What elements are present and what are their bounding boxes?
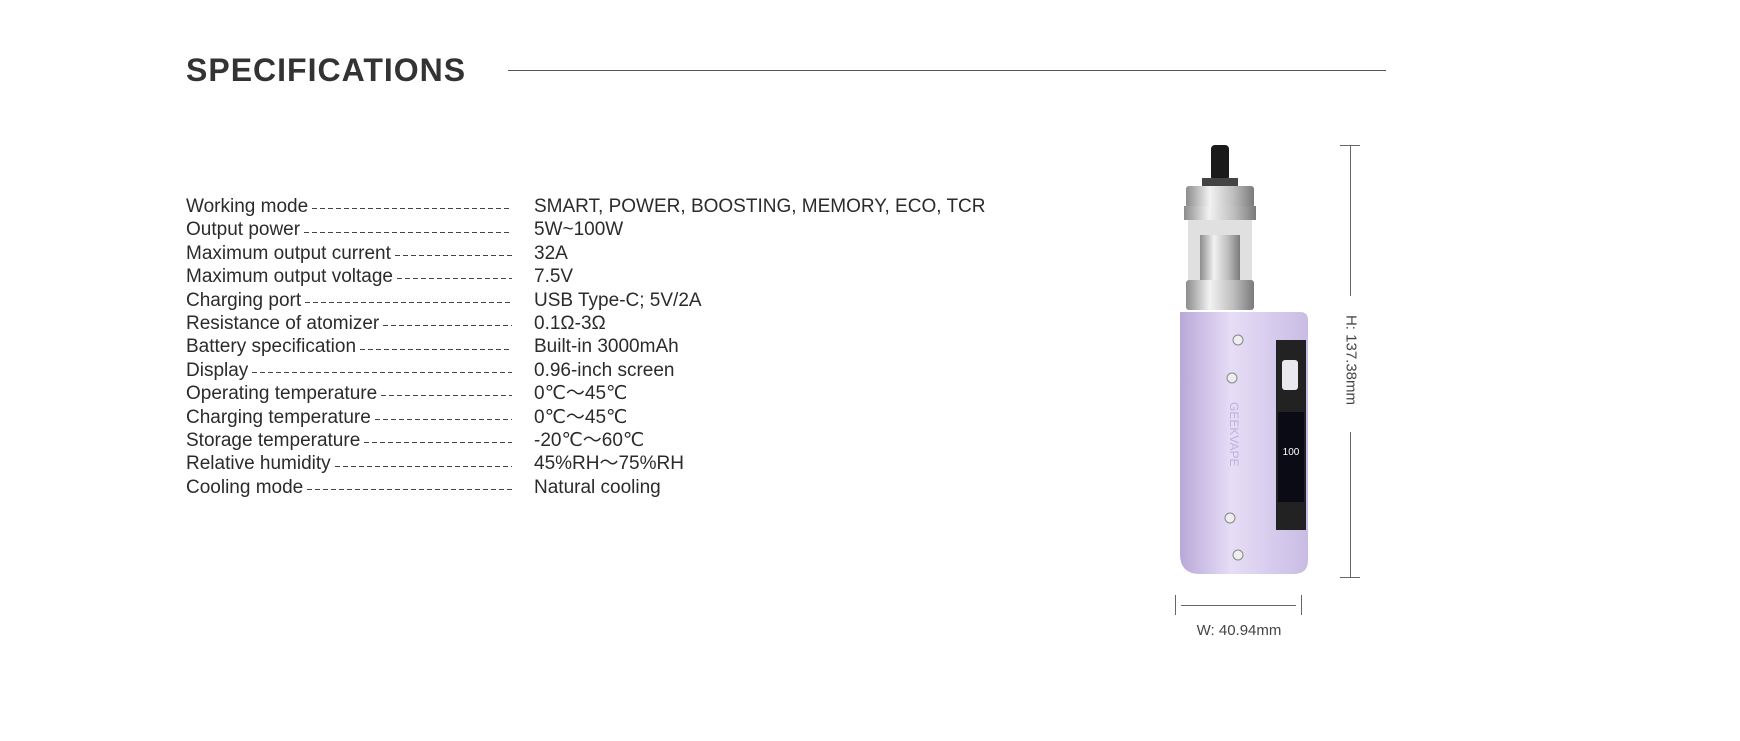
spec-label: Resistance of atomizer [186, 312, 380, 334]
spec-label: Storage temperature [186, 429, 361, 451]
dotted-leader [397, 278, 512, 280]
spec-label-group: Cooling mode [186, 476, 518, 499]
spec-row: Working mode SMART, POWER, BOOSTING, MEMO… [186, 195, 986, 218]
spec-label: Charging temperature [186, 406, 371, 428]
dotted-leader [360, 348, 512, 350]
spec-label: Relative humidity [186, 453, 331, 475]
spec-label-group: Charging port [186, 289, 518, 312]
spec-label: Maximum output voltage [186, 266, 393, 288]
spec-label: Cooling mode [186, 476, 304, 498]
spec-label: Operating temperature [186, 383, 378, 405]
spec-value: 5W~100W [534, 219, 624, 241]
spec-label-group: Storage temperature [186, 429, 518, 452]
width-dimension-left-tick [1175, 595, 1176, 615]
height-dimension-top-tick [1340, 145, 1360, 146]
dotted-leader [304, 231, 512, 233]
brand-logo: GEEKVAPE [1227, 402, 1241, 466]
height-dimension-line-bottom [1350, 432, 1351, 577]
spec-row: Maximum output voltage 7.5V [186, 265, 986, 288]
dotted-leader [312, 208, 512, 210]
height-dimension-label: H: 137.38mm [1342, 314, 1360, 406]
dotted-leader [252, 371, 512, 373]
spec-row: Charging temperature 0℃〜45℃ [186, 406, 986, 429]
dotted-leader [307, 488, 512, 490]
spec-list: Working mode SMART, POWER, BOOSTING, MEMO… [186, 195, 986, 499]
spec-label-group: Output power [186, 218, 518, 241]
spec-row: Maximum output current 32A [186, 242, 986, 265]
spec-label-group: Charging temperature [186, 406, 518, 429]
spec-label-group: Display [186, 359, 518, 382]
dotted-leader [383, 325, 512, 327]
spec-row: Storage temperature -20℃〜60℃ [186, 429, 986, 452]
spec-value: 0℃〜45℃ [534, 406, 628, 428]
spec-label-group: Battery specification [186, 335, 518, 358]
spec-value: Built-in 3000mAh [534, 336, 679, 358]
spec-row: Resistance of atomizer 0.1Ω-3Ω [186, 312, 986, 335]
spec-value: 0.96-inch screen [534, 359, 675, 381]
screen-reading: 100 [1283, 447, 1300, 458]
spec-value: 45%RH〜75%RH [534, 453, 684, 475]
height-dimension-bottom-tick [1340, 577, 1360, 578]
spec-row: Cooling mode Natural cooling [186, 476, 986, 499]
spec-row: Battery specification Built-in 3000mAh [186, 335, 986, 358]
width-dimension-right-tick [1301, 595, 1302, 615]
spec-value: -20℃〜60℃ [534, 429, 645, 451]
dotted-leader [374, 418, 512, 420]
spec-value: 32A [534, 242, 568, 264]
spec-row: Output power 5W~100W [186, 218, 986, 241]
spec-label-group: Resistance of atomizer [186, 312, 518, 335]
spec-label: Working mode [186, 196, 309, 217]
width-dimension-label: W: 40.94mm [1196, 622, 1282, 639]
spec-value: 0.1Ω-3Ω [534, 312, 606, 334]
page-title: SPECIFICATIONS [186, 52, 467, 88]
spec-label: Battery specification [186, 336, 357, 358]
spec-value: USB Type-C; 5V/2A [534, 289, 702, 311]
spec-label: Maximum output current [186, 242, 391, 264]
spec-row: Relative humidity 45%RH〜75%RH [186, 452, 986, 475]
dotted-leader [334, 465, 512, 467]
spec-label: Output power [186, 219, 301, 241]
spec-value: Natural cooling [534, 476, 661, 498]
spec-label-group: Relative humidity [186, 452, 518, 475]
spec-label-group: Maximum output current [186, 242, 518, 265]
dotted-leader [305, 301, 512, 303]
spec-label-group: Working mode [186, 195, 518, 218]
spec-value: 0℃〜45℃ [534, 383, 628, 405]
dotted-leader [394, 254, 512, 256]
spec-label-group: Maximum output voltage [186, 265, 518, 288]
spec-label-group: Operating temperature [186, 382, 518, 405]
dotted-leader [364, 442, 512, 444]
spec-value: 7.5V [534, 266, 574, 288]
spec-row: Charging port USB Type-C; 5V/2A [186, 289, 986, 312]
spec-row: Operating temperature 0℃〜45℃ [186, 382, 986, 405]
spec-label: Charging port [186, 289, 302, 311]
dotted-leader [381, 395, 512, 397]
title-divider [508, 70, 1386, 71]
height-dimension-line-top [1350, 146, 1351, 296]
device-image: 100 GEEKVAPE [1180, 145, 1308, 574]
width-dimension-line [1181, 605, 1296, 606]
spec-label: Display [186, 359, 249, 381]
spec-value: SMART, POWER, BOOSTING, MEMORY, ECO, TCR [534, 196, 986, 217]
spec-row: Display 0.96-inch screen [186, 359, 986, 382]
